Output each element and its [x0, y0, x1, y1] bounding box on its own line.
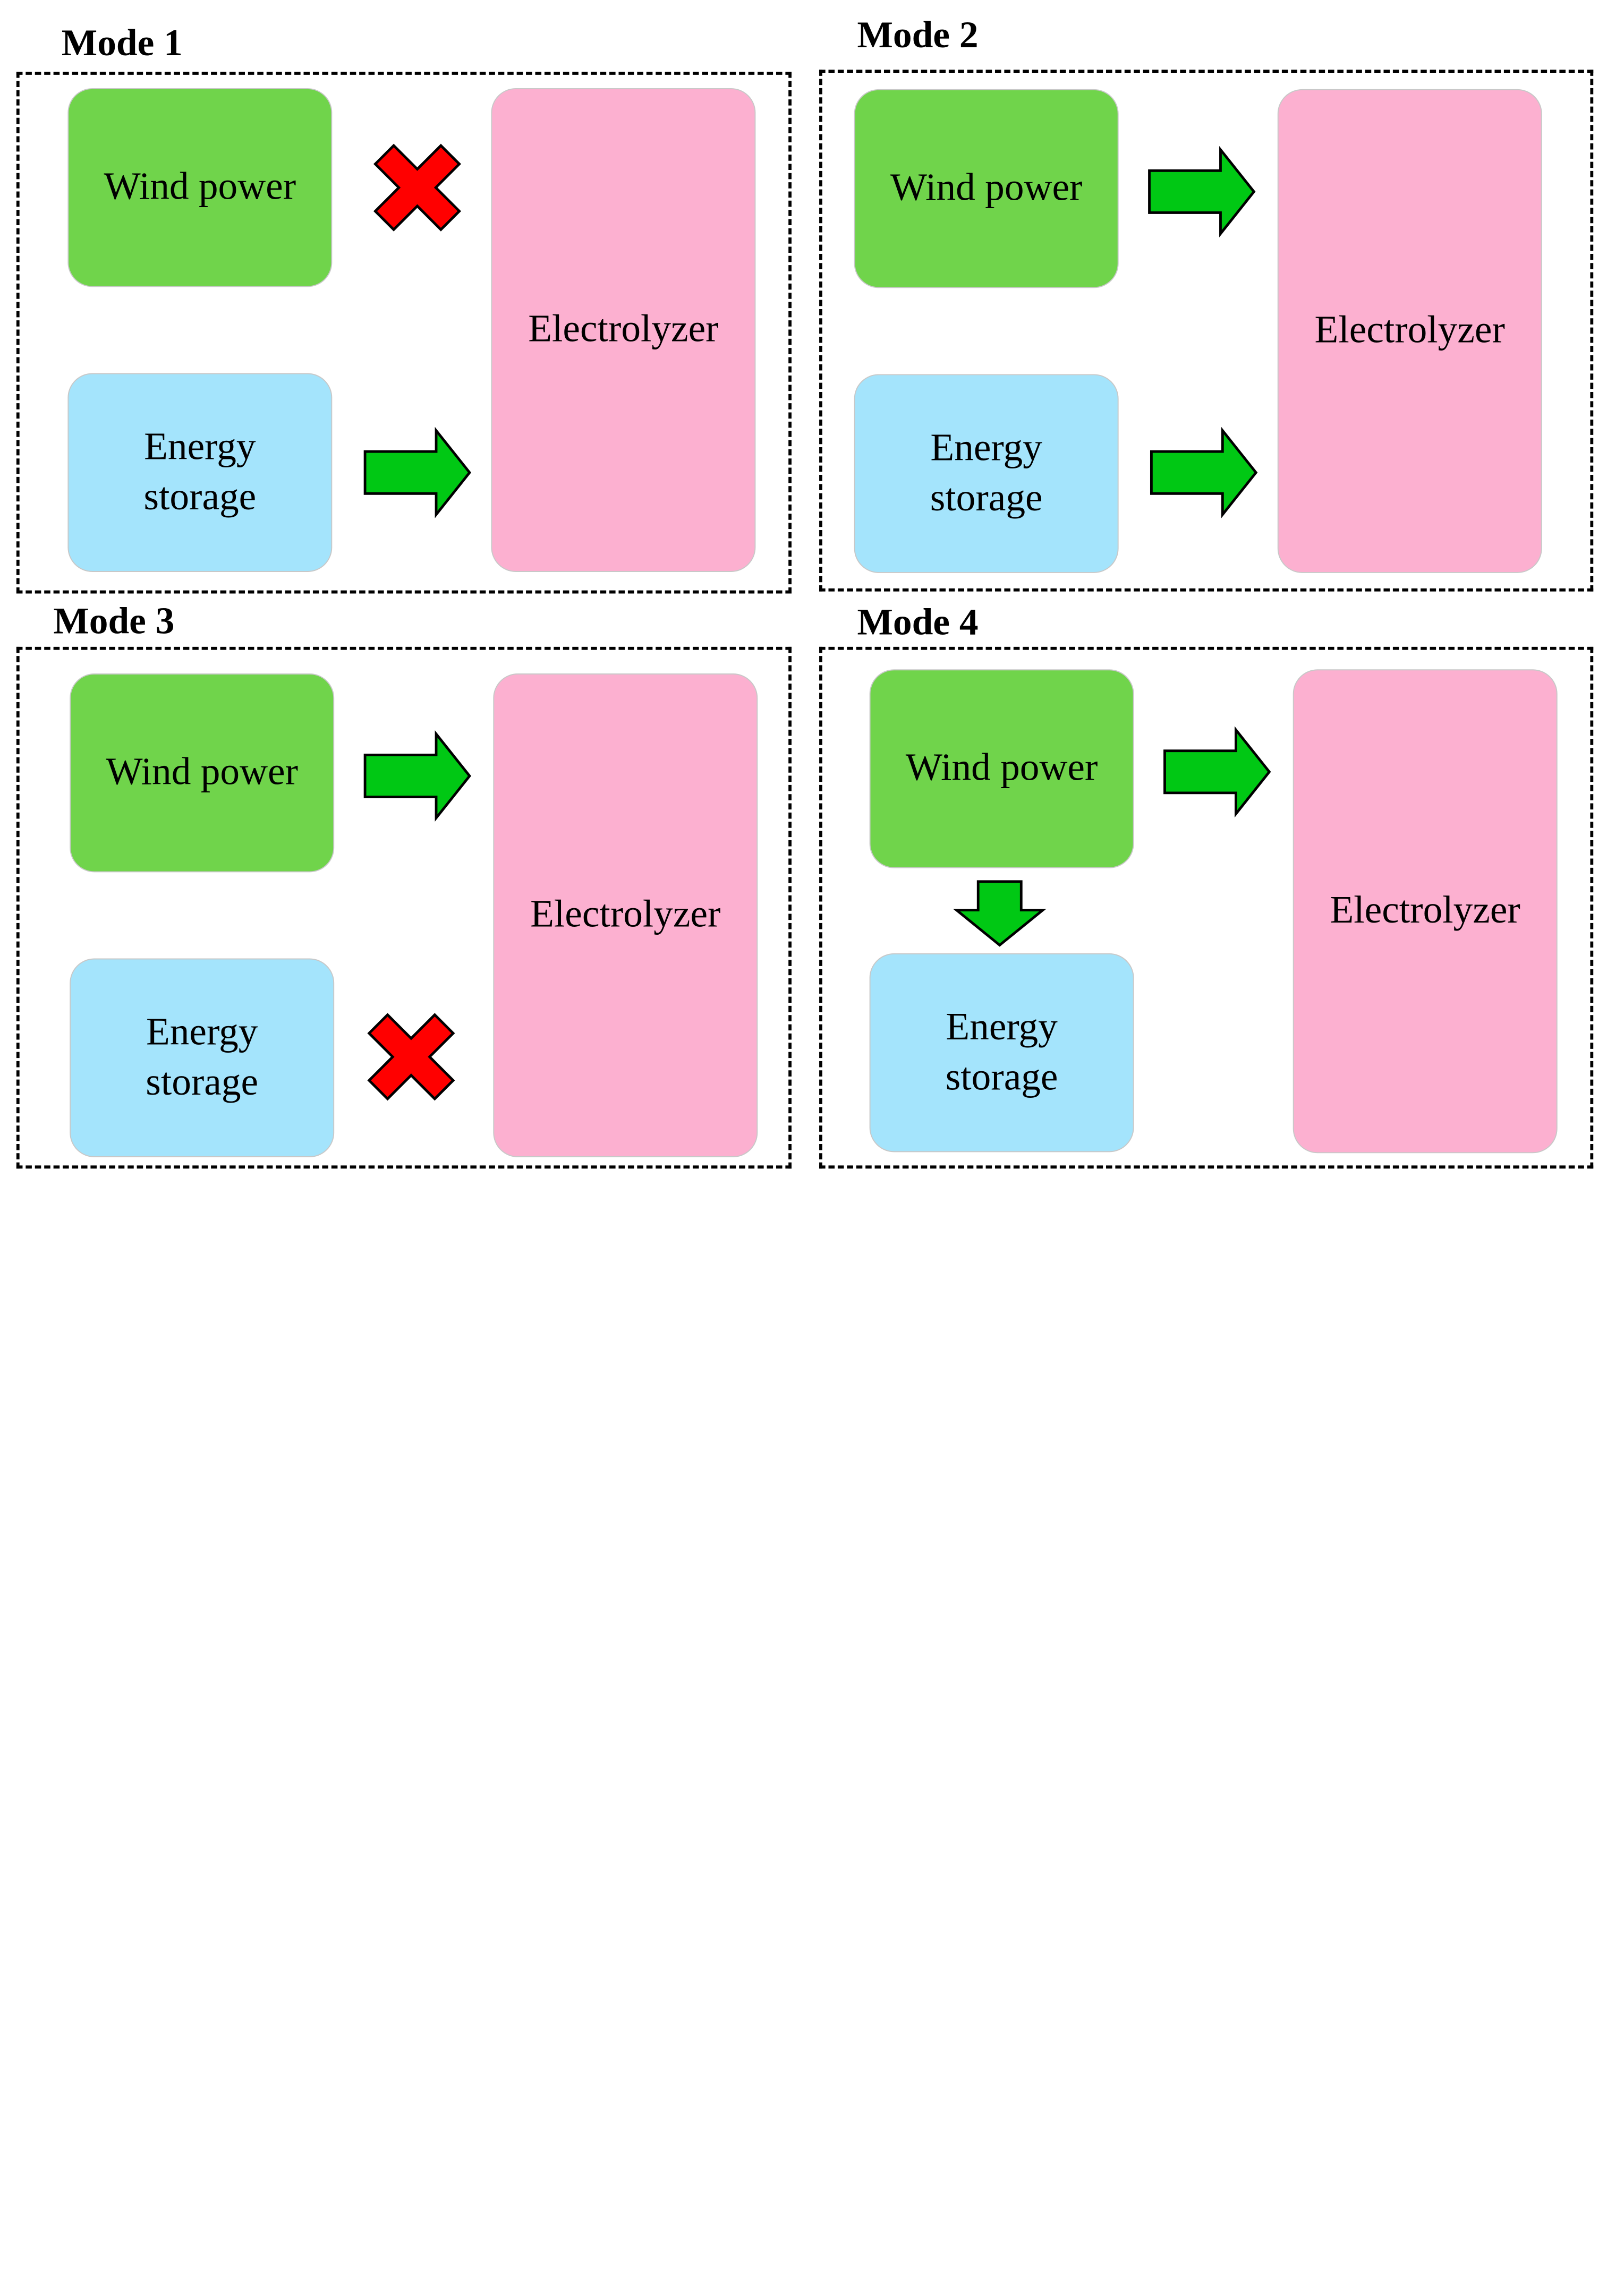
mode-4-frame	[819, 646, 1594, 1169]
wind-power-label: Wind power	[905, 746, 1098, 790]
mode-2-title: Mode 2	[857, 14, 979, 57]
mode-3-title: Mode 3	[53, 600, 175, 643]
wind-power-label: Wind power	[104, 165, 296, 209]
electrolyzer-label: Electrolyzer	[1314, 309, 1505, 352]
energy-storage-label: Energy storage	[945, 1005, 1058, 1099]
mode-1-wind-power-box: Wind power	[67, 88, 333, 287]
mode-4-wind-to-electrolyzer-arrow-icon	[1163, 726, 1271, 818]
wind-power-label: Wind power	[890, 166, 1083, 210]
mode-1-title: Mode 1	[61, 22, 183, 65]
mode-1-frame	[16, 72, 792, 594]
mode-2-frame	[819, 70, 1594, 592]
energy-storage-label: Energy storage	[146, 1010, 259, 1104]
energy-storage-label: Energy storage	[930, 426, 1043, 520]
cross-shape	[367, 1013, 455, 1101]
arrow-shape	[1150, 426, 1258, 518]
arrow-shape	[953, 880, 1047, 947]
mode-3-wind-to-electrolyzer-arrow-icon	[363, 730, 472, 822]
mode-2-electrolyzer-box: Electrolyzer	[1277, 89, 1542, 573]
mode-4-energy-storage-box: Energy storage	[869, 953, 1134, 1153]
arrow-shape	[363, 730, 472, 822]
mode-1-electrolyzer-box: Electrolyzer	[491, 88, 756, 572]
mode-4-wind-to-storage-arrow-icon	[953, 880, 1047, 947]
mode-2-energy-storage-box: Energy storage	[854, 374, 1119, 573]
mode-2-wind-power-box: Wind power	[854, 89, 1119, 288]
mode-3-energy-storage-box: Energy storage	[70, 958, 335, 1157]
mode-3-electrolyzer-box: Electrolyzer	[493, 673, 758, 1157]
arrow-shape	[363, 426, 472, 518]
cross-shape	[373, 143, 462, 232]
arrow-shape	[1163, 726, 1271, 818]
mode-4-wind-power-box: Wind power	[869, 669, 1134, 868]
mode-1-energy-storage-box: Energy storage	[67, 373, 333, 572]
mode-2-storage-to-electrolyzer-arrow-icon	[1150, 426, 1258, 518]
mode-1-storage-to-electrolyzer-arrow-icon	[363, 426, 472, 518]
mode-4-title: Mode 4	[857, 601, 979, 644]
energy-storage-label: Energy storage	[143, 425, 257, 519]
wind-power-label: Wind power	[106, 750, 299, 794]
mode-2-wind-to-electrolyzer-arrow-icon	[1148, 146, 1256, 237]
electrolyzer-label: Electrolyzer	[1330, 889, 1520, 932]
arrow-shape	[1148, 146, 1256, 237]
mode-1-wind-to-electrolyzer-cross-icon	[365, 143, 470, 232]
mode-4-electrolyzer-box: Electrolyzer	[1293, 669, 1558, 1154]
mode-3-frame	[16, 646, 792, 1169]
electrolyzer-label: Electrolyzer	[530, 893, 721, 936]
mode-3-wind-power-box: Wind power	[70, 673, 335, 873]
mode-3-storage-to-electrolyzer-cross-icon	[359, 1013, 464, 1101]
electrolyzer-label: Electrolyzer	[528, 308, 719, 351]
